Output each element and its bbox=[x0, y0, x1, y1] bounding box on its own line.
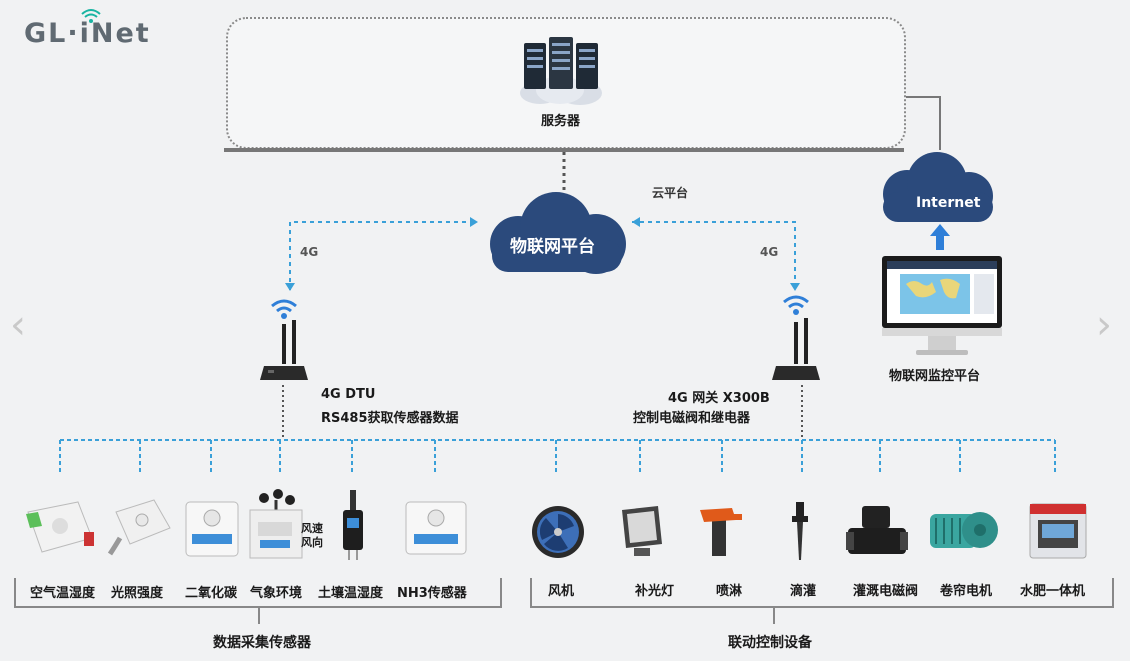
left-link-label: 4G bbox=[300, 245, 319, 259]
control-label-fertigation: 水肥一体机 bbox=[1020, 584, 1086, 599]
iot-cloud-icon bbox=[490, 192, 626, 274]
internet-label: Internet bbox=[916, 195, 981, 211]
logo-text: GL·iNet bbox=[24, 18, 151, 49]
control-label-fan: 风机 bbox=[548, 584, 575, 599]
sensor-label-soil: 土壤温湿度 bbox=[318, 586, 384, 601]
sensor-group-label: 数据采集传感器 bbox=[213, 635, 311, 651]
sprinkler-icon bbox=[700, 508, 742, 556]
server-icon bbox=[520, 37, 602, 105]
sensor-label-light: 光照强度 bbox=[111, 586, 164, 601]
iot-platform-label: 物联网平台 bbox=[510, 237, 595, 257]
control-group-bracket bbox=[530, 578, 1114, 608]
sensor-label-air: 空气温湿度 bbox=[30, 586, 96, 601]
air-temp-humidity-sensor-icon bbox=[26, 501, 94, 553]
sensor-label-co2: 二氧化碳 bbox=[185, 586, 238, 601]
wind-speed-label: 风速 bbox=[301, 522, 323, 535]
grow-light-icon bbox=[622, 506, 662, 556]
solenoid-valve-icon bbox=[846, 506, 908, 554]
control-label-valve: 灌溉电磁阀 bbox=[853, 584, 919, 599]
cloud-platform-caption: 云平台 bbox=[652, 186, 689, 200]
next-arrow-icon[interactable]: › bbox=[1096, 302, 1112, 348]
prev-arrow-icon[interactable]: ‹ bbox=[10, 302, 26, 348]
curtain-motor-icon bbox=[930, 512, 998, 548]
gateway-description: 控制电磁阀和继电器 bbox=[633, 411, 751, 426]
monitor-icon bbox=[882, 256, 1002, 355]
monitor-platform-label: 物联网监控平台 bbox=[889, 369, 981, 384]
gateway-router-icon bbox=[772, 295, 820, 380]
control-group-tick bbox=[773, 606, 775, 624]
server-base-line bbox=[224, 148, 904, 152]
weather-station-icon bbox=[249, 489, 303, 559]
dtu-router-icon bbox=[260, 299, 308, 380]
control-group-label: 联动控制设备 bbox=[728, 635, 812, 651]
sensor-group-bracket bbox=[14, 578, 502, 608]
drip-emitter-icon bbox=[792, 502, 808, 560]
wind-direction-label: 风向 bbox=[301, 536, 323, 549]
soil-sensor-icon bbox=[343, 490, 363, 560]
dtu-description: RS485获取传感器数据 bbox=[321, 411, 459, 426]
wind-speed-tag: 风速 风向 bbox=[301, 522, 323, 550]
control-label-curtain: 卷帘电机 bbox=[940, 584, 993, 599]
server-label: 服务器 bbox=[541, 114, 581, 129]
control-label-sprinkler: 喷淋 bbox=[716, 584, 743, 599]
sensor-label-weather: 气象环境 bbox=[250, 586, 303, 601]
sensor-label-nh3: NH3传感器 bbox=[397, 586, 467, 601]
up-arrow-icon bbox=[930, 224, 950, 250]
wifi-logo-icon bbox=[81, 9, 101, 23]
co2-sensor-icon bbox=[185, 501, 239, 557]
gateway-title: 4G 网关 X300B bbox=[668, 391, 770, 406]
control-label-drip: 滴灌 bbox=[790, 584, 817, 599]
internet-cloud-icon bbox=[883, 152, 993, 222]
dtu-title: 4G DTU bbox=[321, 387, 376, 402]
brand-logo: GL·iNet bbox=[24, 18, 151, 49]
light-intensity-sensor-icon bbox=[107, 499, 171, 556]
fan-icon bbox=[532, 506, 584, 558]
control-label-light: 补光灯 bbox=[635, 584, 675, 599]
fertigation-machine-icon bbox=[1029, 503, 1087, 559]
nh3-sensor-icon bbox=[405, 501, 467, 555]
right-link-label: 4G bbox=[760, 245, 779, 259]
sensor-group-tick bbox=[258, 606, 260, 624]
